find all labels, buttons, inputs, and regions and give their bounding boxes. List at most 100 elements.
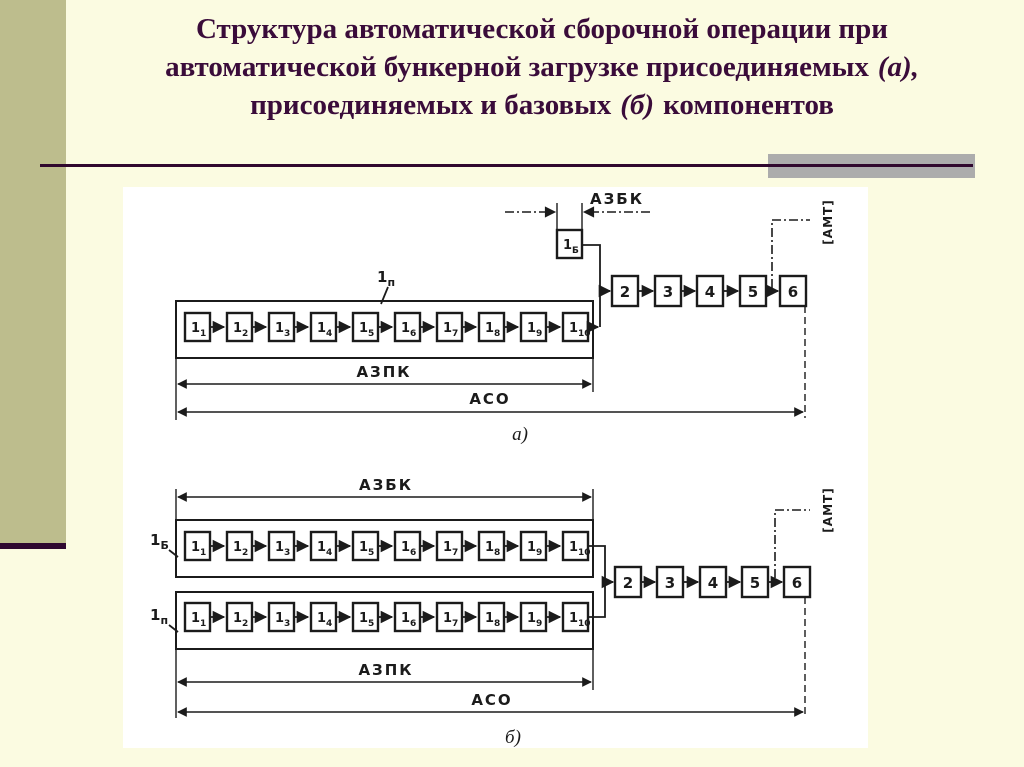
azpk-label-b: АЗПК bbox=[358, 661, 413, 679]
station-label: 14 bbox=[317, 611, 332, 629]
station-label: 15 bbox=[359, 611, 374, 629]
station-box bbox=[351, 601, 380, 633]
station-label: 110 bbox=[569, 540, 591, 558]
base-feeder-label-b: 1Б bbox=[150, 531, 169, 552]
station-box bbox=[477, 601, 506, 633]
station-box bbox=[393, 601, 422, 633]
station-box bbox=[267, 311, 296, 343]
station-label: 13 bbox=[275, 540, 290, 558]
assembly-unit-label: 5 bbox=[750, 574, 760, 592]
assembly-unit-box bbox=[782, 565, 812, 599]
azbk-label-b: АЗБК bbox=[359, 476, 413, 494]
assembly-unit-label: 2 bbox=[623, 574, 633, 592]
station-label: 17 bbox=[443, 321, 458, 339]
diagram-a: АЗБК 1Б 11 12 13 14 15 16 17 18 19 110 1п bbox=[175, 190, 835, 445]
diagram-b: АЗБК 11 12 13 14 15 16 17 18 19 110 1Б 11 12 13 14 15… bbox=[150, 476, 835, 748]
station-label: 11 bbox=[191, 321, 206, 339]
assembly-chain-b: 2 3 4 5 6 bbox=[613, 565, 812, 599]
assembly-unit-label: 5 bbox=[748, 283, 758, 301]
amt-label-b: [АМТ] bbox=[821, 487, 835, 532]
station-label: 16 bbox=[401, 540, 416, 558]
station-box bbox=[225, 311, 254, 343]
station-label: 11 bbox=[191, 540, 206, 558]
left-accent-bar-stripe bbox=[0, 543, 66, 549]
station-label: 18 bbox=[485, 321, 500, 339]
station-label: 18 bbox=[485, 540, 500, 558]
parts-feeder-frame-b bbox=[175, 591, 594, 650]
title-line-1: Структура автоматической сборочной опера… bbox=[196, 13, 888, 45]
base-feeder-box-a bbox=[555, 228, 584, 260]
assembly-chain-a: 2 3 4 5 6 bbox=[610, 274, 808, 308]
left-accent-bar bbox=[0, 0, 66, 543]
station-box bbox=[519, 530, 548, 562]
station-row-b-parts: 11 12 13 14 15 16 17 18 19 110 bbox=[183, 601, 591, 633]
aso-label-a: АСО bbox=[469, 390, 510, 408]
station-label: 19 bbox=[527, 611, 542, 629]
slide-title: Структура автоматической сборочной опера… bbox=[70, 10, 1014, 124]
station-label: 16 bbox=[401, 321, 416, 339]
assembly-structure-diagram: АЗБК 1Б 11 12 13 14 15 16 17 18 19 110 1п bbox=[150, 190, 835, 748]
title-line-3: присоединяемых и базовых(б)компонентов bbox=[250, 89, 834, 121]
station-box bbox=[519, 601, 548, 633]
pointer-tick bbox=[380, 286, 389, 305]
station-box bbox=[351, 311, 380, 343]
station-label: 11 bbox=[191, 611, 206, 629]
station-box bbox=[561, 601, 590, 633]
parts-feeder-label-a: 1п bbox=[377, 268, 395, 289]
station-label: 110 bbox=[569, 611, 591, 629]
assembly-unit-label: 6 bbox=[792, 574, 802, 592]
station-label: 15 bbox=[359, 540, 374, 558]
station-label: 19 bbox=[527, 321, 542, 339]
station-label: 110 bbox=[569, 321, 591, 339]
connector-line bbox=[588, 545, 606, 581]
station-label: 18 bbox=[485, 611, 500, 629]
station-box bbox=[309, 601, 338, 633]
station-label: 14 bbox=[317, 540, 332, 558]
station-box bbox=[435, 530, 464, 562]
diagram-panel: АЗБК 1Б 11 12 13 14 15 16 17 18 19 110 1п bbox=[123, 187, 868, 748]
station-box bbox=[267, 530, 296, 562]
station-box bbox=[561, 311, 590, 343]
base-feeder-box-label-a: 1Б bbox=[563, 238, 579, 256]
parts-feeder-label-b: 1п bbox=[150, 606, 168, 627]
connector-line bbox=[588, 583, 606, 618]
amt-link-line-a bbox=[771, 219, 810, 288]
station-label: 17 bbox=[443, 540, 458, 558]
aso-label-b: АСО bbox=[471, 691, 512, 709]
station-label: 16 bbox=[401, 611, 416, 629]
base-feeder-frame-b bbox=[175, 519, 594, 578]
amt-label-a: [АМТ] bbox=[821, 199, 835, 244]
assembly-unit-label: 3 bbox=[663, 283, 673, 301]
assembly-unit-box bbox=[778, 274, 808, 308]
station-label: 12 bbox=[233, 321, 248, 339]
assembly-unit-label: 2 bbox=[620, 283, 630, 301]
assembly-unit-label: 6 bbox=[788, 283, 798, 301]
station-row-a: 11 12 13 14 15 16 17 18 19 110 bbox=[183, 311, 591, 343]
assembly-unit-label: 4 bbox=[705, 283, 715, 301]
divider-rule bbox=[40, 164, 973, 167]
station-box bbox=[183, 311, 212, 343]
caption-b: б) bbox=[505, 727, 521, 748]
station-label: 19 bbox=[527, 540, 542, 558]
station-box bbox=[477, 311, 506, 343]
pointer-tick bbox=[168, 549, 179, 558]
amt-link-line-b bbox=[774, 509, 810, 578]
title-line-2: автоматической бункерной загрузке присое… bbox=[165, 51, 919, 83]
caption-a: а) bbox=[512, 424, 528, 445]
azbk-label-a: АЗБК bbox=[590, 190, 644, 208]
station-label: 12 bbox=[233, 540, 248, 558]
station-label: 17 bbox=[443, 611, 458, 629]
assembly-unit-label: 3 bbox=[665, 574, 675, 592]
station-label: 15 bbox=[359, 321, 374, 339]
assembly-unit-label: 4 bbox=[708, 574, 718, 592]
connector-line bbox=[582, 244, 601, 327]
station-row-b-base: 11 12 13 14 15 16 17 18 19 110 bbox=[183, 530, 591, 562]
station-label: 12 bbox=[233, 611, 248, 629]
station-box bbox=[267, 601, 296, 633]
station-box bbox=[393, 530, 422, 562]
station-label: 13 bbox=[275, 321, 290, 339]
station-box bbox=[351, 530, 380, 562]
station-label: 13 bbox=[275, 611, 290, 629]
station-label: 14 bbox=[317, 321, 332, 339]
azpk-label-a: АЗПК bbox=[356, 363, 411, 381]
